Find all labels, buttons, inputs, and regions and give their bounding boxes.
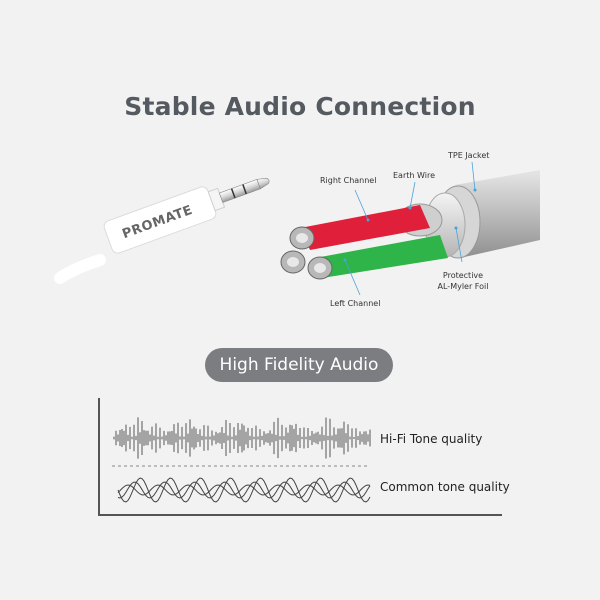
- common-waveform: [117, 477, 371, 503]
- cable-illustration: PROMATE: [54, 161, 540, 296]
- page-title: Stable Audio Connection: [124, 92, 476, 121]
- earth-wire-label: Earth Wire: [393, 171, 435, 180]
- section-pill: High Fidelity Audio: [205, 348, 393, 382]
- hifi-waveform: [113, 417, 371, 459]
- left-channel-label: Left Channel: [330, 299, 381, 308]
- waveform-frame: [98, 398, 502, 516]
- protective-label: Protective AL-Myler Foil: [428, 270, 498, 292]
- white-cable: [54, 254, 106, 284]
- hifi-label: Hi-Fi Tone quality: [380, 432, 483, 446]
- common-wave-line: [117, 481, 371, 499]
- common-wave-line: [117, 484, 371, 496]
- common-wave-line: [117, 477, 371, 503]
- protective-line2: AL-Myler Foil: [437, 282, 489, 291]
- tpe-jacket-label: TPE Jacket: [448, 151, 490, 160]
- common-label: Common tone quality: [380, 480, 510, 494]
- protective-line1: Protective: [442, 271, 484, 280]
- cable-cross-section: [280, 161, 540, 296]
- right-channel-label: Right Channel: [320, 176, 377, 185]
